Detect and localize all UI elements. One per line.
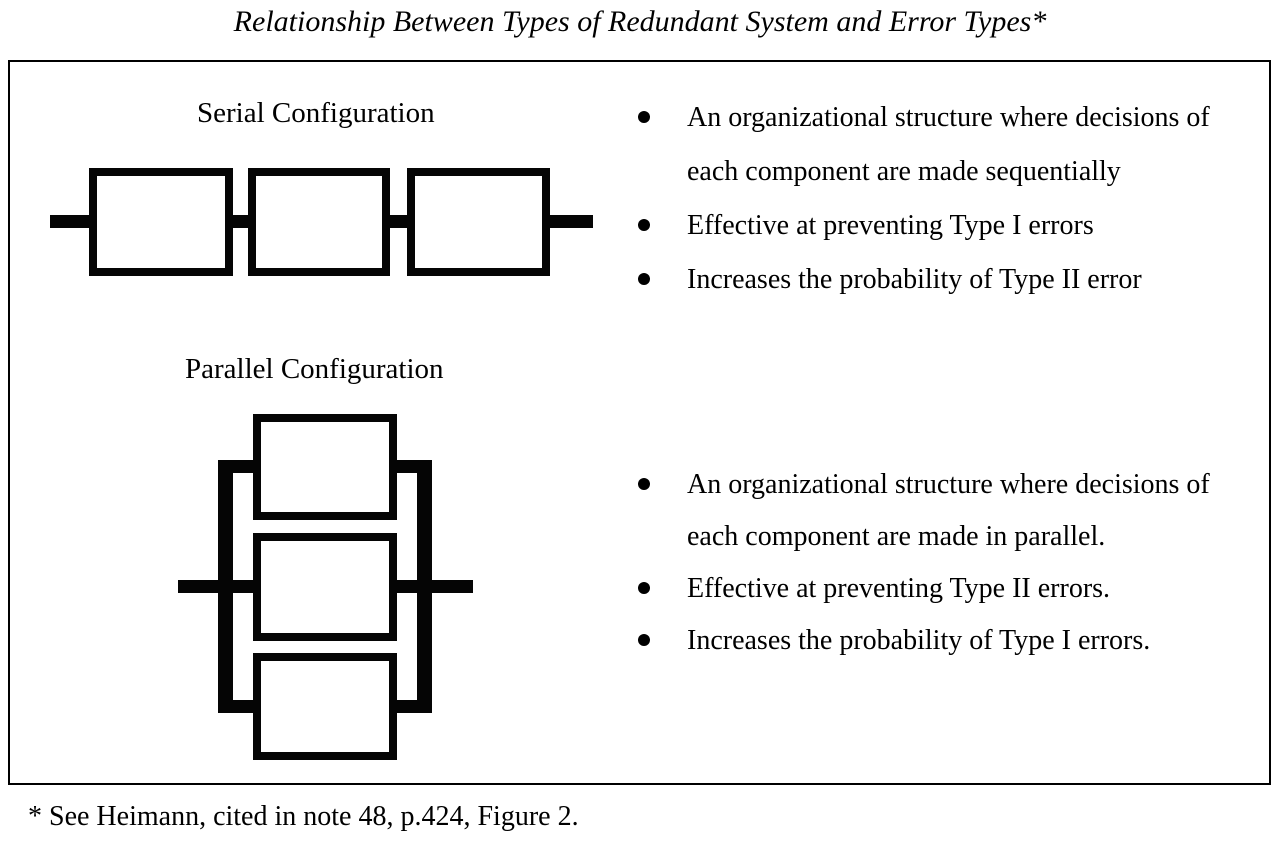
bullet-dot-icon: [638, 111, 650, 123]
serial-bullet-list: An organizational structure where decisi…: [638, 91, 1253, 307]
list-item: Effective at preventing Type II errors.: [638, 563, 1253, 615]
bullet-dot-icon: [638, 478, 650, 490]
serial-bullet-1: An organizational structure where decisi…: [687, 102, 1210, 187]
parallel-bullet-3: Increases the probability of Type I erro…: [687, 625, 1151, 656]
footnote: * See Heimann, cited in note 48, p.424, …: [28, 801, 579, 832]
parallel-connector-top-right: [390, 460, 432, 473]
parallel-left-bus-wire: [218, 460, 233, 713]
parallel-connector-bottom-right: [390, 700, 432, 713]
list-item: Increases the probability of Type II err…: [638, 253, 1253, 307]
serial-configuration-heading: Serial Configuration: [197, 97, 435, 129]
serial-component-box-3: [407, 168, 550, 276]
parallel-diagram: [178, 414, 473, 760]
serial-bullet-2: Effective at preventing Type I errors: [687, 210, 1094, 241]
parallel-component-box-3: [253, 653, 397, 760]
parallel-connector-top-left: [218, 460, 261, 473]
list-item: An organizational structure where decisi…: [638, 91, 1253, 199]
serial-bullet-3: Increases the probability of Type II err…: [687, 264, 1142, 295]
bullet-dot-icon: [638, 219, 650, 231]
bullet-dot-icon: [638, 634, 650, 646]
parallel-component-box-2: [253, 533, 397, 641]
parallel-configuration-heading: Parallel Configuration: [185, 353, 444, 385]
list-item: Effective at preventing Type I errors: [638, 199, 1253, 253]
parallel-component-box-1: [253, 414, 397, 520]
figure-frame: Serial Configuration An organizational s…: [8, 60, 1271, 785]
list-item: Increases the probability of Type I erro…: [638, 615, 1253, 667]
list-item: An organizational structure where decisi…: [638, 459, 1253, 563]
parallel-bullet-1: An organizational structure where decisi…: [687, 469, 1210, 552]
serial-diagram: [50, 168, 593, 276]
serial-component-box-2: [248, 168, 390, 276]
bullet-dot-icon: [638, 582, 650, 594]
figure-title: Relationship Between Types of Redundant …: [233, 5, 1047, 38]
parallel-bullet-list: An organizational structure where decisi…: [638, 459, 1253, 667]
serial-component-box-1: [89, 168, 233, 276]
bullet-dot-icon: [638, 273, 650, 285]
parallel-bullet-2: Effective at preventing Type II errors.: [687, 573, 1111, 604]
parallel-connector-bottom-left: [218, 700, 261, 713]
parallel-right-bus-wire: [417, 460, 432, 713]
